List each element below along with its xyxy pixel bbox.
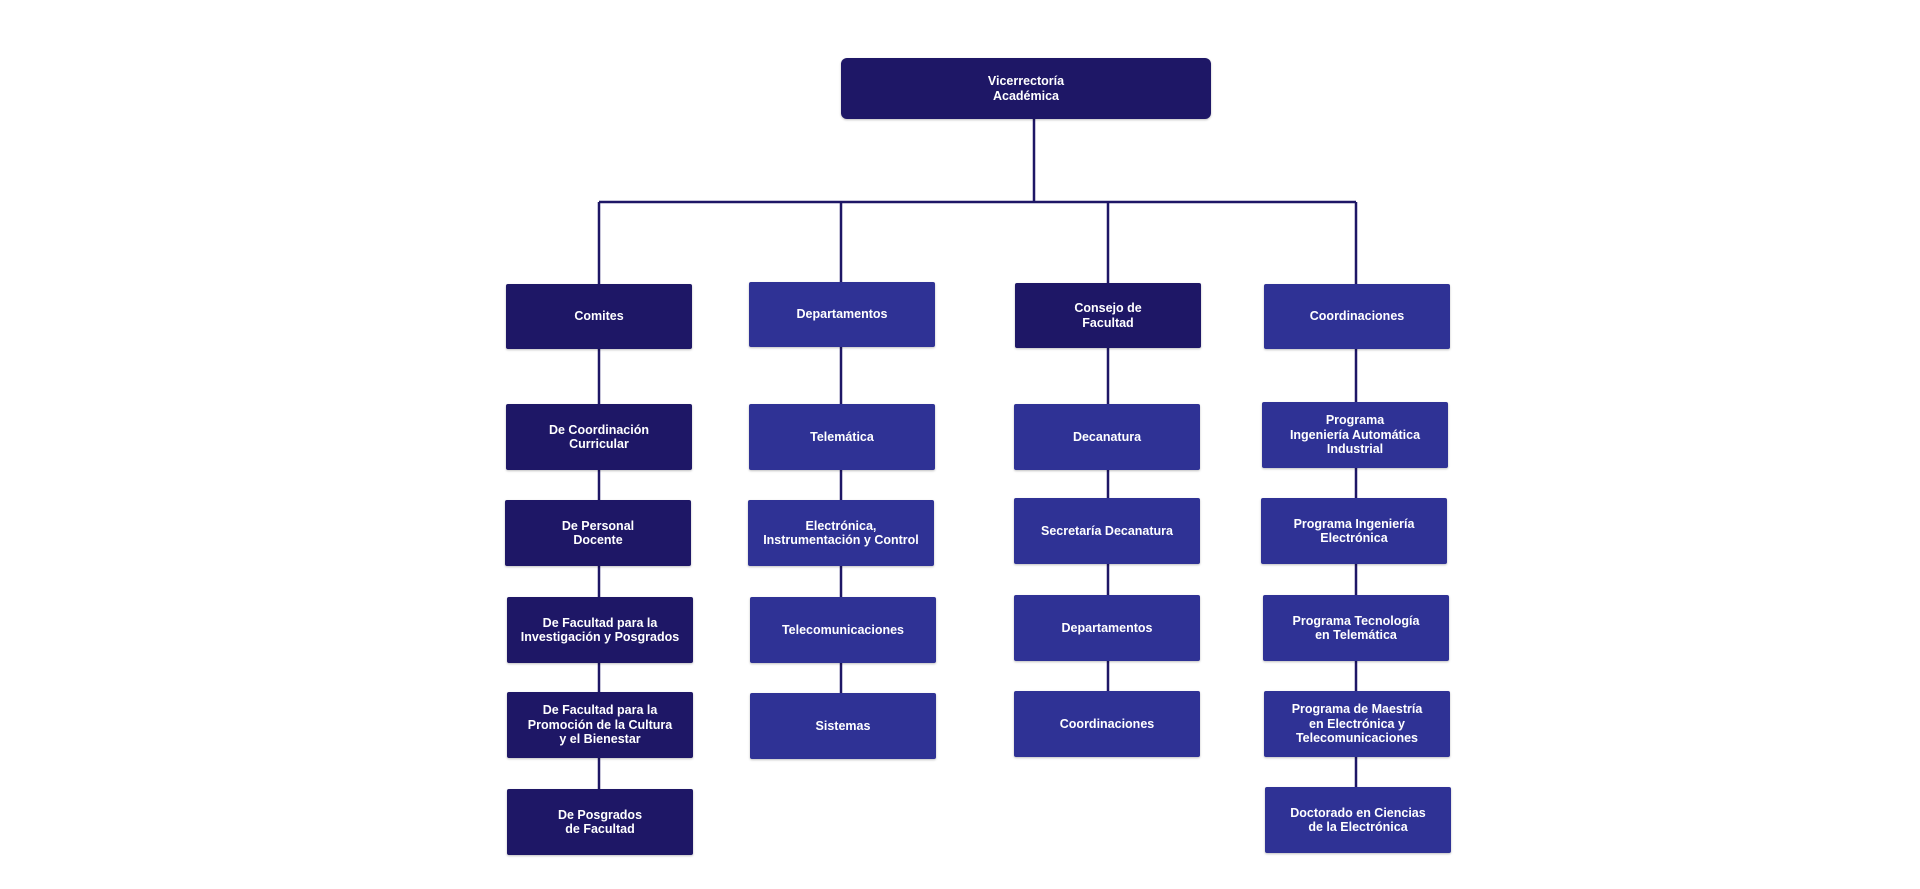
node-comites-cultura-bienestar: De Facultad para la Promoción de la Cult… — [507, 692, 693, 758]
node-departamentos-telecomunicaciones: Telecomunicaciones — [750, 597, 936, 663]
node-coordinaciones-maestria: Programa de Maestría en Electrónica y Te… — [1264, 691, 1450, 757]
node-header-comites: Comites — [506, 284, 692, 349]
node-header-consejo-facultad: Consejo de Facultad — [1015, 283, 1201, 348]
node-vicerrectoria: Vicerrectoría Académica — [841, 58, 1211, 119]
node-consejo-coordinaciones: Coordinaciones — [1014, 691, 1200, 757]
node-departamentos-sistemas: Sistemas — [750, 693, 936, 759]
node-departamentos-telematica: Telemática — [749, 404, 935, 470]
node-consejo-departamentos: Departamentos — [1014, 595, 1200, 661]
node-coordinaciones-ingenieria-electronica: Programa Ingeniería Electrónica — [1261, 498, 1447, 564]
node-consejo-secretaria-decanatura: Secretaría Decanatura — [1014, 498, 1200, 564]
node-coordinaciones-tecnologia-telematica: Programa Tecnología en Telemática — [1263, 595, 1449, 661]
node-departamentos-electronica: Electrónica, Instrumentación y Control — [748, 500, 934, 566]
node-comites-posgrados-facultad: De Posgrados de Facultad — [507, 789, 693, 855]
node-comites-investigacion-posgrados: De Facultad para la Investigación y Posg… — [507, 597, 693, 663]
node-comites-personal-docente: De Personal Docente — [505, 500, 691, 566]
node-comites-coordinacion-curricular: De Coordinación Curricular — [506, 404, 692, 470]
node-coordinaciones-doctorado: Doctorado en Ciencias de la Electrónica — [1265, 787, 1451, 853]
node-header-departamentos: Departamentos — [749, 282, 935, 347]
node-consejo-decanatura: Decanatura — [1014, 404, 1200, 470]
node-coordinaciones-automatica-industrial: Programa Ingeniería Automática Industria… — [1262, 402, 1448, 468]
node-header-coordinaciones: Coordinaciones — [1264, 284, 1450, 349]
